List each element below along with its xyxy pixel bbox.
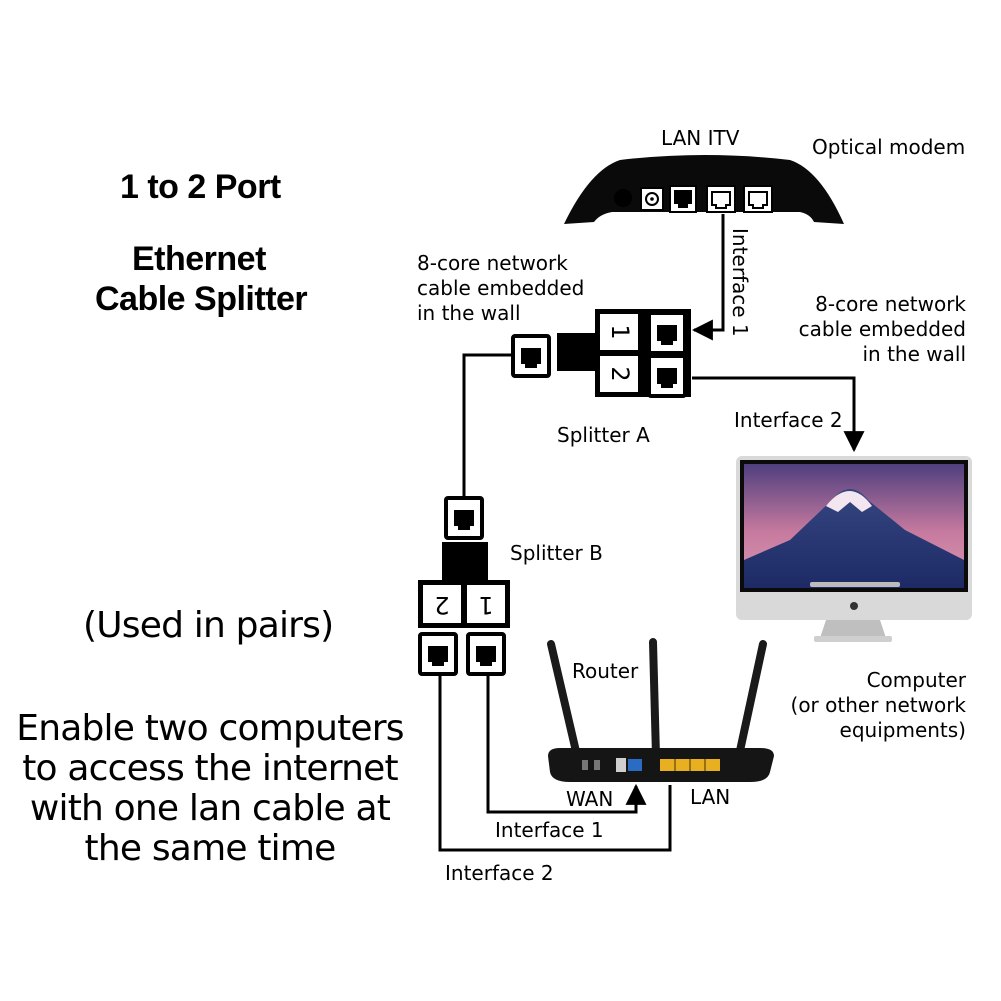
modem-itv-port-icon bbox=[743, 185, 773, 213]
interface-1-modem-label: Interface 1 bbox=[728, 228, 752, 337]
wall-cable-left-line-3: in the wall bbox=[417, 301, 521, 325]
modem-dc-port-icon bbox=[640, 187, 664, 211]
modem-lan-port-icon bbox=[706, 185, 736, 213]
modem-power-button bbox=[614, 189, 632, 207]
splitter-b bbox=[418, 496, 510, 676]
mountain-wallpaper bbox=[744, 489, 964, 588]
interface-2-computer-label: Interface 2 bbox=[734, 408, 843, 432]
wall-cable-left-line-1: 8-core network bbox=[417, 251, 568, 275]
modem-pon-port-icon bbox=[669, 185, 697, 213]
wall-cable-right-line-1: 8-core network bbox=[815, 292, 966, 316]
computer-label-line-1: Computer bbox=[866, 668, 966, 692]
optical-modem bbox=[564, 155, 844, 224]
title-line-3: Cable Splitter bbox=[95, 280, 308, 318]
computer-monitor bbox=[736, 456, 972, 642]
title-line-2: Ethernet bbox=[132, 240, 266, 278]
router-wan-port bbox=[628, 759, 642, 771]
splitter-b-port-1-number: 1 bbox=[478, 591, 493, 619]
monitor-stand bbox=[820, 620, 886, 638]
splitter-a-port-1-number: 1 bbox=[606, 324, 634, 339]
description-line-3: with one lan cable at bbox=[29, 788, 391, 829]
wall-cable-left-line-2: cable embedded bbox=[417, 276, 585, 300]
cable-wall-link bbox=[462, 353, 513, 497]
optical-modem-label: Optical modem bbox=[812, 135, 966, 159]
router-antenna-left bbox=[547, 640, 582, 764]
router-lan-label: LAN bbox=[690, 785, 731, 809]
description-line-2: to access the internet bbox=[22, 748, 398, 789]
splitter-a-plug-icon bbox=[511, 334, 551, 378]
cable-interface-2-computer bbox=[692, 376, 865, 453]
splitter-b-label: Splitter B bbox=[510, 541, 603, 565]
wall-cable-right-line-2: cable embedded bbox=[798, 317, 966, 341]
router-label: Router bbox=[572, 659, 639, 683]
cable-interface-2-lan bbox=[438, 676, 672, 852]
router-antenna-middle bbox=[649, 638, 660, 760]
computer-label-line-3: equipments) bbox=[839, 718, 966, 742]
splitter-b-port-2-number: 2 bbox=[434, 591, 449, 619]
apple-logo-icon bbox=[850, 602, 858, 610]
wall-cable-right-line-3: in the wall bbox=[862, 342, 967, 366]
splitter-a bbox=[511, 309, 691, 398]
used-in-pairs-note: (Used in pairs) bbox=[83, 605, 334, 646]
router-device bbox=[547, 638, 774, 782]
title-line-1: 1 to 2 Port bbox=[120, 168, 281, 206]
splitter-a-port-2-number: 2 bbox=[606, 366, 634, 381]
description-line-1: Enable two computers bbox=[16, 708, 404, 749]
splitter-a-label: Splitter A bbox=[557, 423, 650, 447]
cable-interface-1-modem bbox=[691, 214, 725, 341]
interface-1-wan-label: Interface 1 bbox=[495, 818, 604, 842]
cable-interface-1-wan bbox=[486, 676, 647, 814]
router-wan-label: WAN bbox=[566, 787, 614, 811]
computer-label-line-2: (or other network bbox=[790, 693, 966, 717]
description-line-4: the same time bbox=[84, 828, 337, 869]
splitter-b-plug-icon bbox=[444, 496, 484, 540]
modem-lan-itv-label: LAN ITV bbox=[661, 126, 740, 150]
interface-2-lan-label: Interface 2 bbox=[445, 861, 554, 885]
router-antenna-right bbox=[734, 640, 767, 764]
